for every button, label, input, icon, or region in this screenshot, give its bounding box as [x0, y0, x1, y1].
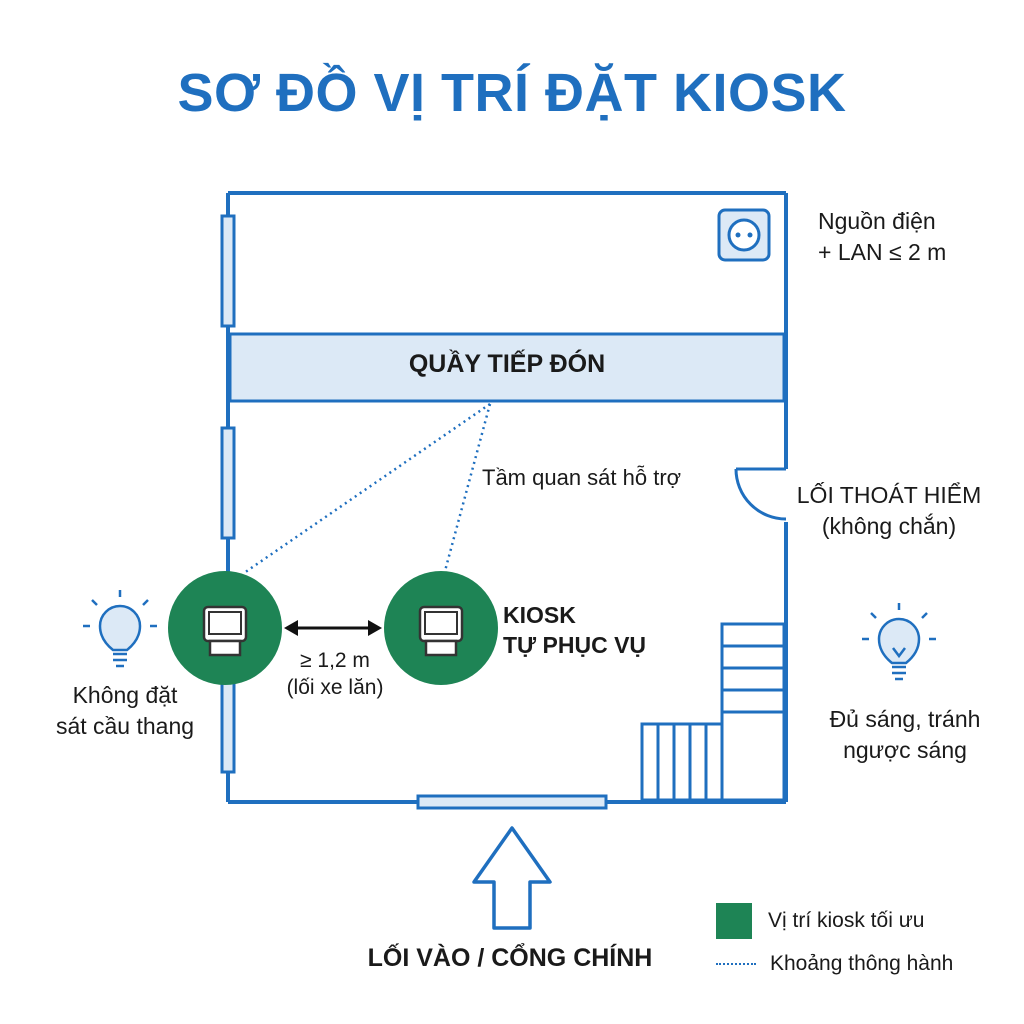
lighting-note: Đủ sáng, tránh ngược sáng — [800, 704, 1010, 766]
power-note-line: + LAN ≤ 2 m — [818, 239, 947, 265]
kiosk-label-line: TỰ PHỤC VỤ — [503, 632, 647, 658]
entrance-door — [416, 794, 608, 810]
kiosk-marker — [384, 571, 498, 685]
legend-item-kiosk: Vị trí kiosk tối ưu — [716, 903, 924, 939]
spacing-arrow — [284, 620, 382, 636]
window — [220, 214, 236, 328]
room-walls — [226, 191, 788, 804]
staircase — [640, 622, 786, 802]
power-note-line: Nguồn điện — [818, 208, 936, 234]
spacing-label-line: (lối xe lăn) — [286, 676, 384, 699]
reception-label: QUẦY TIẾP ĐÓN — [408, 350, 606, 378]
legend-label: Khoảng thông hành — [770, 952, 954, 975]
legend-dotted-line — [716, 963, 756, 965]
exit-note-line: (không chắn) — [821, 513, 957, 539]
sightlines — [243, 402, 492, 575]
lighting-note-line: Đủ sáng, tránh — [829, 706, 981, 732]
page-title: SƠ ĐỒ VỊ TRÍ ĐẶT KIOSK — [177, 63, 847, 123]
stairs-note: Không đặt sát cầu thang — [30, 680, 220, 742]
exit-note: LỐI THOÁT HIỂM (không chắn) — [784, 480, 994, 542]
legend-swatch — [716, 903, 752, 939]
left-windows — [220, 214, 236, 774]
lightbulb-icon — [83, 590, 157, 668]
emergency-exit-door — [734, 467, 787, 521]
legend-item-clearance: Khoảng thông hành — [716, 946, 953, 982]
power-note: Nguồn điện + LAN ≤ 2 m — [818, 206, 1008, 268]
legend-label: Vị trí kiosk tối ưu — [768, 909, 925, 932]
exit-note-line: LỐI THOÁT HIỂM — [796, 482, 982, 508]
power-outlet-icon — [717, 208, 771, 262]
spacing-label: ≥ 1,2 m (lối xe lăn) — [255, 647, 415, 701]
stairs-note-line: sát cầu thang — [55, 713, 195, 739]
kiosk-label: KIOSK TỰ PHỤC VỤ — [503, 600, 703, 660]
spacing-label-line: ≥ 1,2 m — [300, 649, 370, 672]
sightline-label: Tầm quan sát hỗ trợ — [482, 465, 682, 490]
entrance-label: LỐI VÀO / CỔNG CHÍNH — [367, 944, 653, 972]
lighting-note-line: ngược sáng — [843, 737, 967, 763]
window — [220, 426, 236, 540]
entrance-arrow-icon — [472, 826, 552, 930]
kiosk-marker — [168, 571, 282, 685]
kiosk-label-line: KIOSK — [503, 602, 576, 628]
reception-counter — [228, 332, 786, 403]
stairs-note-line: Không đặt — [72, 682, 178, 708]
lightbulb-icon — [862, 603, 936, 681]
